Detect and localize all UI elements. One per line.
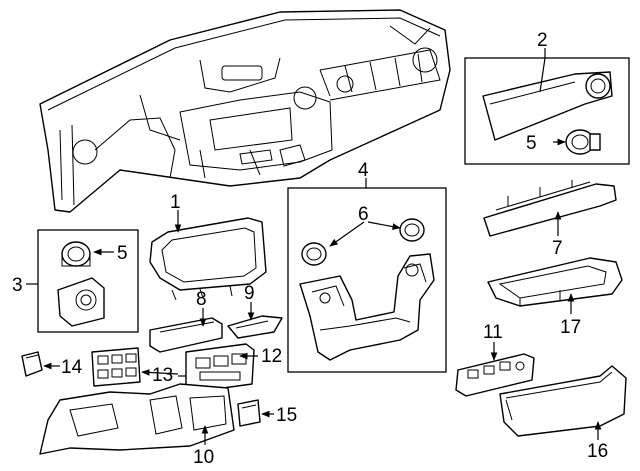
part-5-knob-upper — [565, 129, 601, 155]
part-9-trim — [227, 315, 283, 339]
part-8-trim — [149, 317, 223, 353]
callout-5-upper: 5 — [526, 133, 537, 154]
callout-13: 13 — [152, 365, 173, 386]
callout-15: 15 — [276, 405, 297, 426]
part-16-lower-trim — [499, 365, 627, 437]
group-box-2 — [464, 57, 630, 165]
callout-5-lower: 5 — [117, 243, 128, 264]
callout-6: 6 — [358, 204, 369, 225]
part-6-knob-left — [301, 242, 327, 266]
part-4-console-panel — [299, 253, 435, 361]
callout-10: 10 — [193, 447, 214, 468]
part-10-lower-panel — [39, 383, 235, 455]
callout-7: 7 — [552, 238, 563, 259]
part-7-trim-strip — [483, 180, 617, 237]
callout-8: 8 — [196, 289, 207, 310]
group-box-4 — [287, 187, 447, 373]
callout-4: 4 — [358, 160, 369, 181]
callout-14: 14 — [61, 357, 83, 378]
callout-11: 11 — [483, 322, 503, 343]
part-1-cluster-hood — [149, 217, 267, 301]
callout-16: 16 — [587, 441, 608, 462]
part-13-switch-block — [91, 347, 141, 387]
callout-1: 1 — [170, 192, 181, 213]
callout-12: 12 — [261, 346, 282, 367]
group-box-3 — [37, 229, 139, 333]
part-14-block — [21, 351, 43, 377]
callout-17: 17 — [560, 317, 581, 338]
callout-9: 9 — [244, 283, 255, 304]
dashboard-frame — [39, 9, 451, 213]
callout-3: 3 — [12, 275, 23, 296]
part-11-switch-bezel — [455, 353, 535, 397]
part-3-bezel — [57, 277, 105, 327]
part-3-knob-lower — [61, 241, 91, 267]
part-6-knob-right — [399, 218, 425, 242]
part-17-tray — [487, 257, 623, 307]
callout-2: 2 — [537, 30, 548, 51]
part-12-switch-panel — [185, 343, 255, 393]
part-2-bezel — [482, 71, 613, 141]
part-15-block — [237, 399, 261, 427]
